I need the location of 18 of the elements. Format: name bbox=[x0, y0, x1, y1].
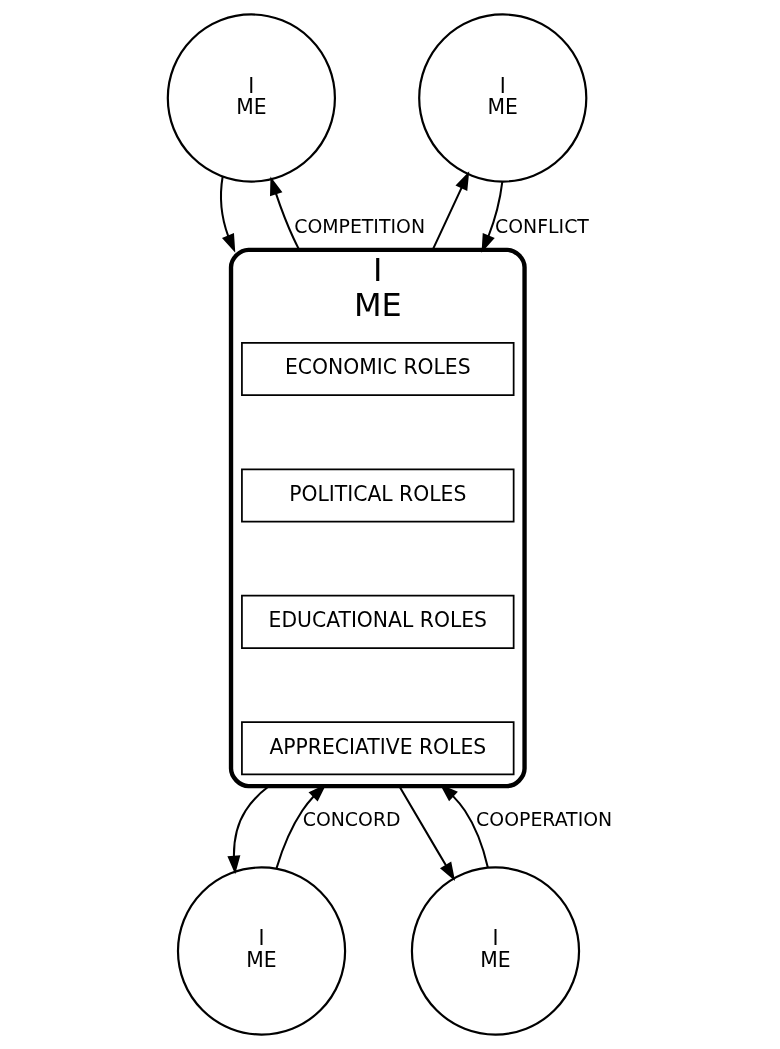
node-box: ECONOMIC ROLES bbox=[240, 342, 514, 397]
arrow bbox=[219, 176, 235, 253]
edge-label: CONFLICT bbox=[494, 215, 589, 238]
arrow bbox=[431, 171, 469, 251]
node-circle: I ME bbox=[166, 13, 336, 183]
arrow bbox=[226, 785, 270, 875]
node-box: APPRECIATIVE ROLES bbox=[240, 721, 514, 776]
node-box: EDUCATIONAL ROLES bbox=[240, 594, 514, 649]
node-circle: I ME bbox=[176, 866, 346, 1036]
node-circle: I ME bbox=[410, 866, 580, 1036]
arrow bbox=[397, 785, 455, 881]
node-box: POLITICAL ROLES bbox=[240, 468, 514, 523]
edge-label: COMPETITION bbox=[293, 215, 425, 238]
edge-label: COOPERATION bbox=[475, 807, 612, 830]
arrow bbox=[481, 181, 503, 253]
node-circle: I ME bbox=[417, 13, 587, 183]
edge-label: CONCORD bbox=[302, 807, 401, 830]
arrow bbox=[269, 176, 300, 251]
